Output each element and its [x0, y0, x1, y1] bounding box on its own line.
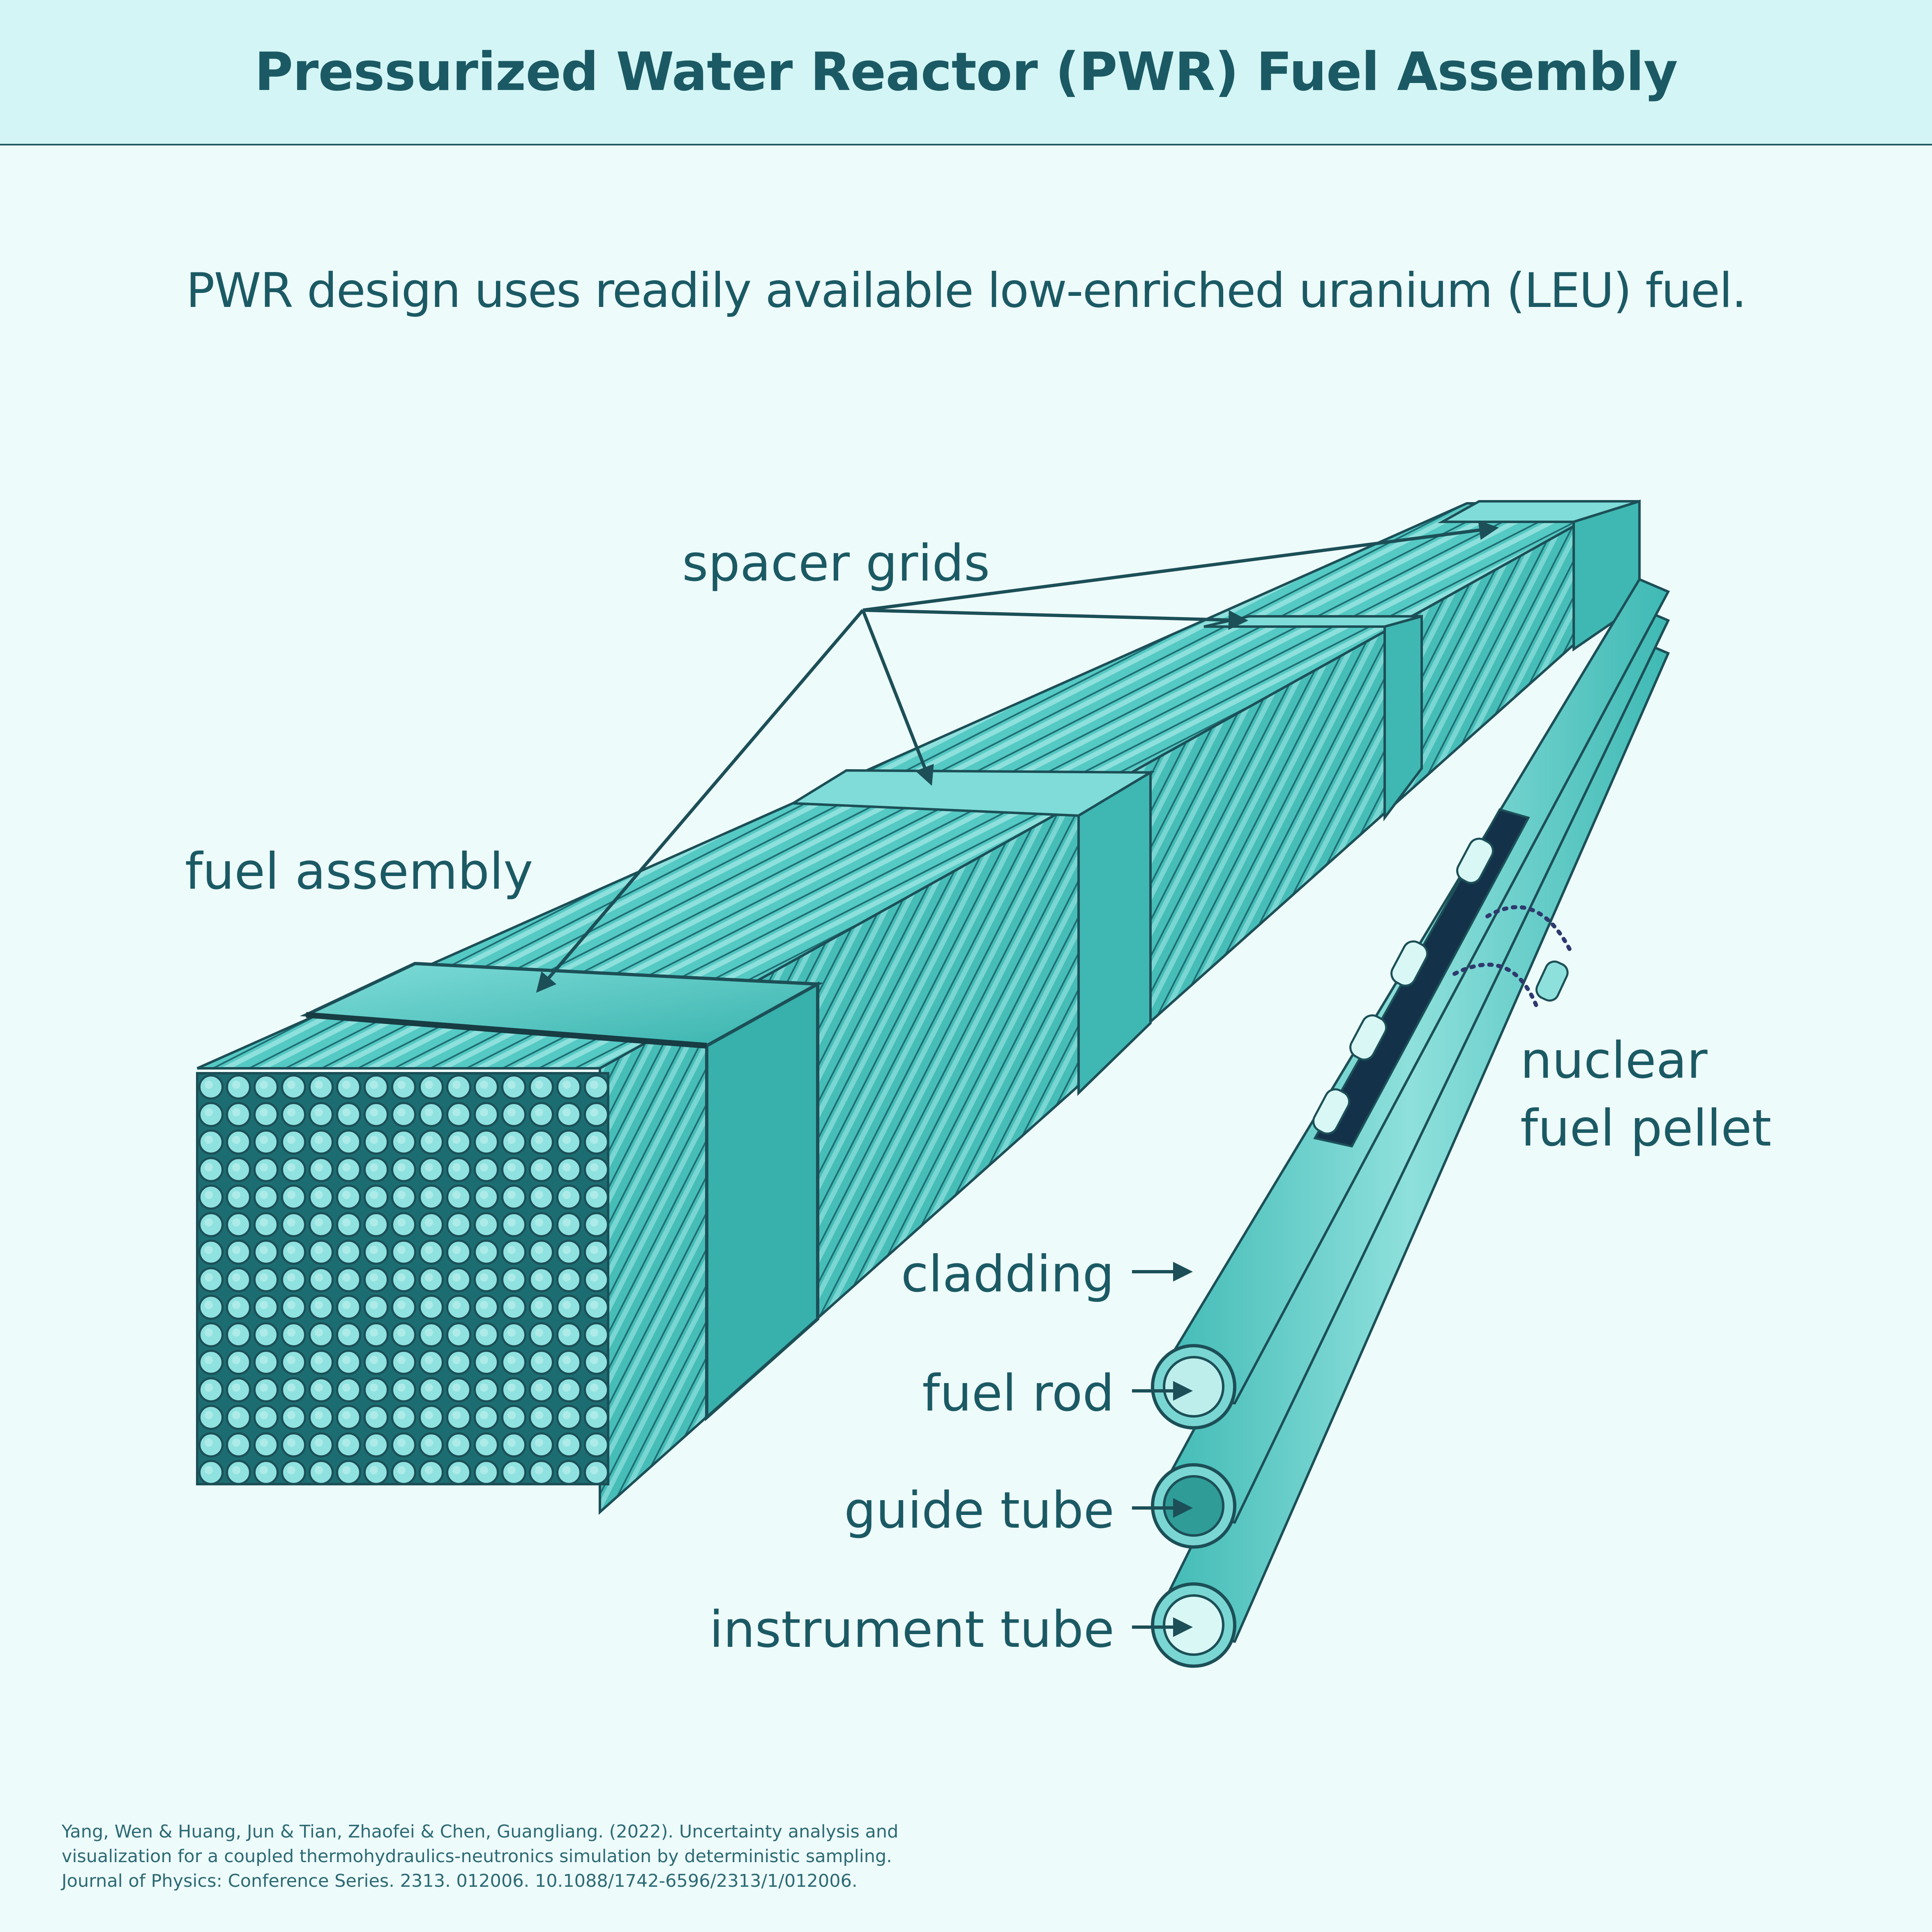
spacer-grid-front	[300, 961, 824, 1421]
page-title: Pressurized Water Reactor (PWR) Fuel Ass…	[254, 41, 1678, 103]
spacer-grid-leaders	[536, 520, 1499, 993]
citation-line-1: Yang, Wen & Huang, Jun & Tian, Zhaofei &…	[62, 1821, 899, 1842]
tube-set	[1132, 578, 1670, 1668]
fuel-pellets	[1312, 837, 1494, 1135]
loose-pellet	[1452, 905, 1572, 1009]
label-fuel-rod: fuel rod	[922, 1364, 1114, 1422]
label-instrument-tube: instrument tube	[709, 1600, 1114, 1659]
rod-ends-face	[196, 1072, 609, 1485]
label-fuel-assembly: fuel assembly	[185, 842, 533, 901]
subtitle: PWR design uses readily available low-en…	[186, 263, 1747, 318]
fuel-assembly	[196, 499, 1641, 1515]
citation-line-3: Journal of Physics: Conference Series. 2…	[62, 1871, 858, 1891]
spacer-grid-middle	[1203, 615, 1423, 821]
tube-arrows	[1132, 1262, 1193, 1637]
label-guide-tube: guide tube	[844, 1481, 1114, 1540]
fuel-rod-shape	[1150, 578, 1670, 1429]
cladding-cutaway	[1313, 808, 1530, 1148]
spacer-grid-near	[789, 769, 1155, 1096]
label-spacer-grids: spacer grids	[682, 534, 990, 593]
citation-line-2: visualization for a coupled thermohydrau…	[62, 1846, 892, 1867]
citation: Yang, Wen & Huang, Jun & Tian, Zhaofei &…	[62, 1819, 1171, 1893]
label-nuclear-fuel-pellet-1: nuclear	[1520, 1031, 1708, 1090]
title-banner: Pressurized Water Reactor (PWR) Fuel Ass…	[0, 0, 1932, 145]
label-cladding: cladding	[901, 1245, 1114, 1303]
label-nuclear-fuel-pellet-2: fuel pellet	[1520, 1099, 1772, 1157]
